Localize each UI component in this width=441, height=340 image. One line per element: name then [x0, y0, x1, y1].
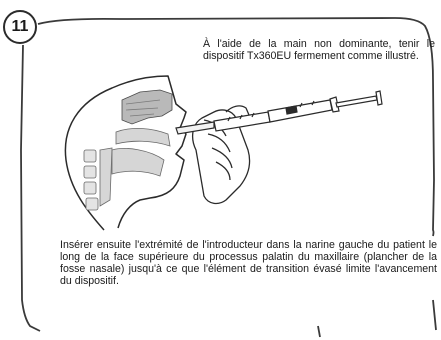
step-number-badge: 11 [3, 10, 37, 44]
tx360-device [176, 91, 382, 134]
instruction-text-top: À l'aide de la main non dominante, tenir… [203, 38, 435, 62]
nasal-cavity [122, 90, 172, 124]
oral-anatomy [100, 128, 170, 206]
instruction-text-bottom: Insérer ensuite l'extrémité de l'introdu… [60, 239, 437, 287]
vertebrae [84, 150, 98, 210]
